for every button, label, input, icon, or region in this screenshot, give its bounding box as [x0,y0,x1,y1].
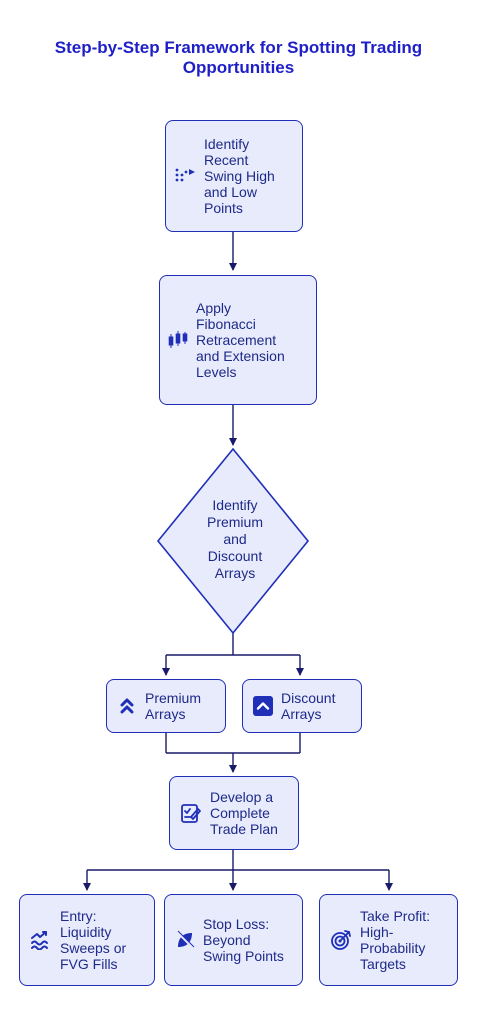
target-arrow-icon [330,929,352,951]
label-line: Probability [360,940,426,956]
checklist-icon [180,802,202,824]
label-line: and Extension [196,348,285,364]
node-identify-swing: Identify Recent Swing High and Low Point… [165,120,303,232]
label-line: and [223,531,247,547]
label-line: Premium [206,514,263,530]
node-entry-label: Entry: Liquidity Sweeps or FVG Fills [60,908,126,972]
node-take-profit: Take Profit: High- Probability Targets [319,894,458,986]
label-line: Sweeps or [60,940,127,956]
double-chevron-up-icon [119,697,135,715]
label-line: Beyond [203,932,251,948]
label-line: Targets [360,956,406,972]
candlestick-icon [168,330,190,350]
label-line: Take Profit: [360,908,431,924]
label-line: Entry: [60,908,97,924]
label-line: Stop Loss: [203,916,270,932]
label-line: Retracement [196,332,277,348]
diamond-shape [156,447,310,635]
node-apply-fibonacci-label: Apply Fibonacci Retracement and Extensio… [196,300,285,380]
label-line: Arrays [281,706,322,722]
label-line: Discount [281,690,336,706]
diagram-title-line-1: Step-by-Step Framework for Spotting Trad… [54,38,423,57]
node-apply-fibonacci: Apply Fibonacci Retracement and Extensio… [159,275,317,405]
node-identify-swing-label: Identify Recent Swing High and Low Point… [204,136,275,216]
diagram-title: Step-by-Step Framework for Spotting Trad… [0,38,477,78]
node-premium-arrays: Premium Arrays [106,679,226,733]
node-stop-loss-label: Stop Loss: Beyond Swing Points [203,916,284,964]
node-take-profit-label: Take Profit: High- Probability Targets [360,908,430,972]
node-trade-plan: Develop a Complete Trade Plan [169,776,299,850]
node-discount-arrays: Discount Arrays [242,679,362,733]
node-discount-arrays-label: Discount Arrays [281,690,335,722]
label-line: Liquidity [60,924,112,940]
label-line: Points [204,200,243,216]
node-trade-plan-label: Develop a Complete Trade Plan [210,789,278,837]
water-trend-icon [30,930,52,950]
label-line: and Low [204,184,257,200]
label-line: Develop a [210,789,274,805]
label-line: Trade Plan [210,821,278,837]
node-identify-arrays: Identify Premium and Discount Arrays [179,497,291,582]
label-line: Levels [196,364,237,380]
label-line: Recent [204,152,249,168]
label-line: Discount [207,548,263,564]
label-line: Fibonacci [196,316,256,332]
label-line: Identify [204,136,250,152]
label-line: Identify [212,497,258,513]
label-line: Arrays [214,565,256,581]
label-line: FVG Fills [60,956,118,972]
node-entry: Entry: Liquidity Sweeps or FVG Fills [19,894,155,986]
label-line: Premium [145,690,202,706]
node-stop-loss: Stop Loss: Beyond Swing Points [164,894,303,986]
leaf-off-icon [175,930,195,950]
node-premium-arrays-label: Premium Arrays [145,690,201,722]
swing-dots-icon [174,166,196,186]
label-line: Apply [196,300,232,316]
label-line: Complete [210,805,270,821]
diagram-title-line-2: Opportunities [182,58,295,77]
label-line: High- [360,924,394,940]
label-line: Arrays [145,706,186,722]
chevron-up-square-icon [253,696,273,716]
label-line: Swing High [204,168,275,184]
label-line: Swing Points [203,948,284,964]
